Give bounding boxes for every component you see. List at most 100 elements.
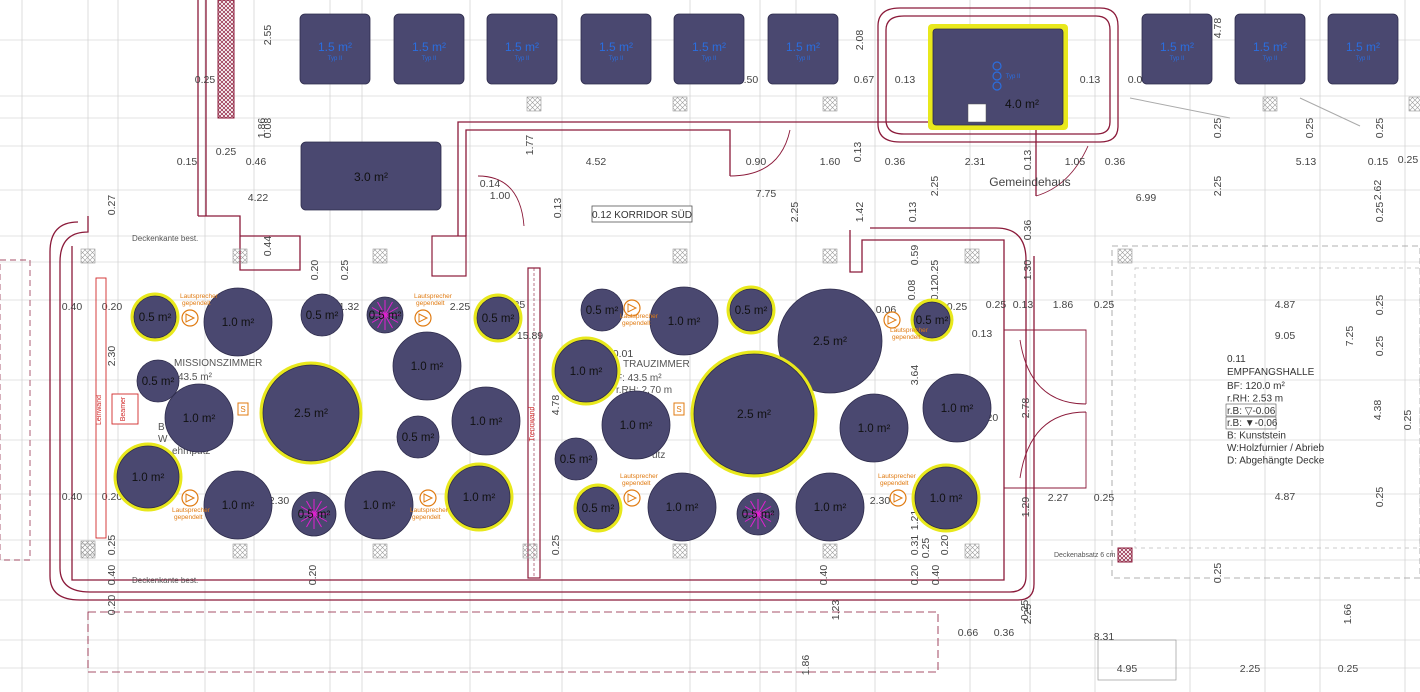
speaker-label: Lautsprecher: [180, 293, 219, 300]
deckenabsatz-label: Deckenabsatz 6 cm: [1054, 552, 1116, 559]
dimension-label: 15.89: [517, 330, 543, 342]
dimension-label: 0.36: [885, 156, 906, 168]
ceiling-outlet: [822, 248, 838, 264]
speaker-glyph: [185, 493, 196, 503]
big-panel-tag: Typ II: [1006, 74, 1021, 80]
dimension-label: 0.13: [1022, 150, 1034, 171]
east-element-label: 1.0 m²: [570, 366, 603, 378]
dimension-label: 2.55: [262, 25, 274, 46]
upper-panel: [486, 13, 558, 85]
dimension-label: 4.38: [1372, 400, 1384, 421]
lamp-ray: [371, 314, 386, 323]
speaker-glyph: [887, 315, 898, 325]
dimension-label: 0.25: [1019, 600, 1031, 621]
sensor-glyph: S: [240, 405, 245, 414]
west-element-label: 2.5 m²: [294, 406, 328, 420]
dashed-outline: [0, 259, 31, 561]
lamp-ray: [313, 506, 328, 515]
west-element: [203, 470, 273, 540]
lamp-ray: [757, 500, 766, 515]
dimension-label: 0.15: [177, 156, 198, 168]
door-swing: [1035, 145, 1089, 197]
upper-panel: [299, 13, 371, 85]
room-labels: 0.12 KORRIDOR SÜDGemeindehausMISSIONSZIM…: [95, 175, 1325, 585]
upper-panel-tag: Typ II: [1170, 56, 1185, 62]
dimension-label: 2.25: [450, 301, 471, 313]
ceiling-outlet: [232, 248, 248, 264]
dashed-outline: [87, 611, 939, 673]
sensor-icon: [237, 402, 249, 416]
room-tag-frame: [591, 205, 693, 223]
dimension-label: 0.13: [552, 198, 564, 219]
dashed-outline: [1134, 267, 1420, 549]
lamp-ray: [300, 506, 315, 515]
lamp-label: 0.5 m²: [742, 509, 775, 521]
east-element-label: 0.5 m²: [735, 305, 768, 317]
dimension-label: 0.08: [906, 280, 918, 301]
door-swing: [477, 175, 525, 227]
trauzimmer-row: r.RH: 2.70 m: [616, 385, 672, 396]
dimension-label: 0.08: [262, 118, 274, 139]
dimension-label: 0.20: [939, 535, 951, 556]
empfang-row: r.B: ▼-0.06: [1227, 418, 1278, 429]
big-panel-marker: [992, 61, 1002, 71]
speaker-icon: [181, 489, 199, 507]
east-element: [795, 472, 865, 542]
upper-panel-tag: Typ II: [702, 56, 717, 62]
corridor-panel-label: 3.0 m²: [354, 170, 388, 184]
empfang-number: 0.11: [1227, 354, 1246, 365]
kommission-area: 43.5 m²: [178, 372, 213, 383]
west-element: [396, 415, 440, 459]
east-element-label: 2.5 m²: [737, 407, 771, 421]
east-element: [777, 288, 883, 394]
dimension-label: 4.52: [586, 156, 607, 168]
upper-panel-label: 1.5 m²: [412, 40, 446, 54]
dimension-label: 0.44: [262, 236, 274, 257]
upper-panel-label: 1.5 m²: [692, 40, 726, 54]
lamp-ray: [300, 513, 315, 522]
dimension-label: 0.90: [746, 156, 767, 168]
kommission-row: W: [158, 434, 168, 445]
dimension-label: 0.25: [550, 535, 562, 556]
east-element: [554, 339, 618, 403]
dimension-label: 6.99: [1136, 192, 1157, 204]
trauzimmer-suffix: utz: [652, 450, 665, 461]
dimension-label: 0.25: [1304, 118, 1316, 139]
east-element: [913, 301, 951, 339]
dimension-label: 4.95: [1117, 663, 1138, 675]
dimension-labels: 2.550.250.250.461.860.080.154.220.270.44…: [62, 18, 1419, 676]
dimension-label: 0.25: [1094, 299, 1115, 311]
ceiling-outlet: [80, 543, 96, 559]
dimension-label: 0.40: [62, 301, 83, 313]
speaker-icon: [623, 489, 641, 507]
dimension-label: 0.40: [930, 565, 942, 586]
dimension-label: 2.25: [789, 202, 801, 223]
empfang-name: EMPFANGSHALLE: [1227, 367, 1315, 378]
dimension-label: 7.75: [756, 188, 777, 200]
east-element-label: 1.0 m²: [930, 493, 963, 505]
empfang-row: BF: 120.0 m²: [1227, 381, 1285, 392]
upper-panel: [580, 13, 652, 85]
lamp-ray: [750, 513, 759, 528]
dimension-label: 0.36: [994, 627, 1015, 639]
upper-panel-tag: Typ II: [1356, 56, 1371, 62]
east-element: [647, 472, 717, 542]
level-frame: [1225, 403, 1277, 417]
dimension-label: 1.86: [1053, 299, 1074, 311]
speaker-label: Lautsprecher: [414, 293, 453, 300]
upper-panel-label: 1.5 m²: [318, 40, 352, 54]
upper-panel-tag: Typ II: [422, 56, 437, 62]
deckenkante-bottom: Deckenkante best.: [132, 576, 198, 585]
west-element: [116, 445, 180, 509]
dimension-label: 2.78: [1020, 398, 1032, 419]
west-element: [476, 296, 520, 340]
dimension-label: 0.20: [106, 595, 118, 616]
dimension-label: 0.14: [480, 178, 501, 190]
dimension-label: 0.25: [216, 146, 237, 158]
upper-panel: [1234, 13, 1306, 85]
dimension-label: 2.25: [929, 176, 941, 197]
west-element: [344, 470, 414, 540]
east-element-label: 0.5 m²: [586, 305, 619, 317]
